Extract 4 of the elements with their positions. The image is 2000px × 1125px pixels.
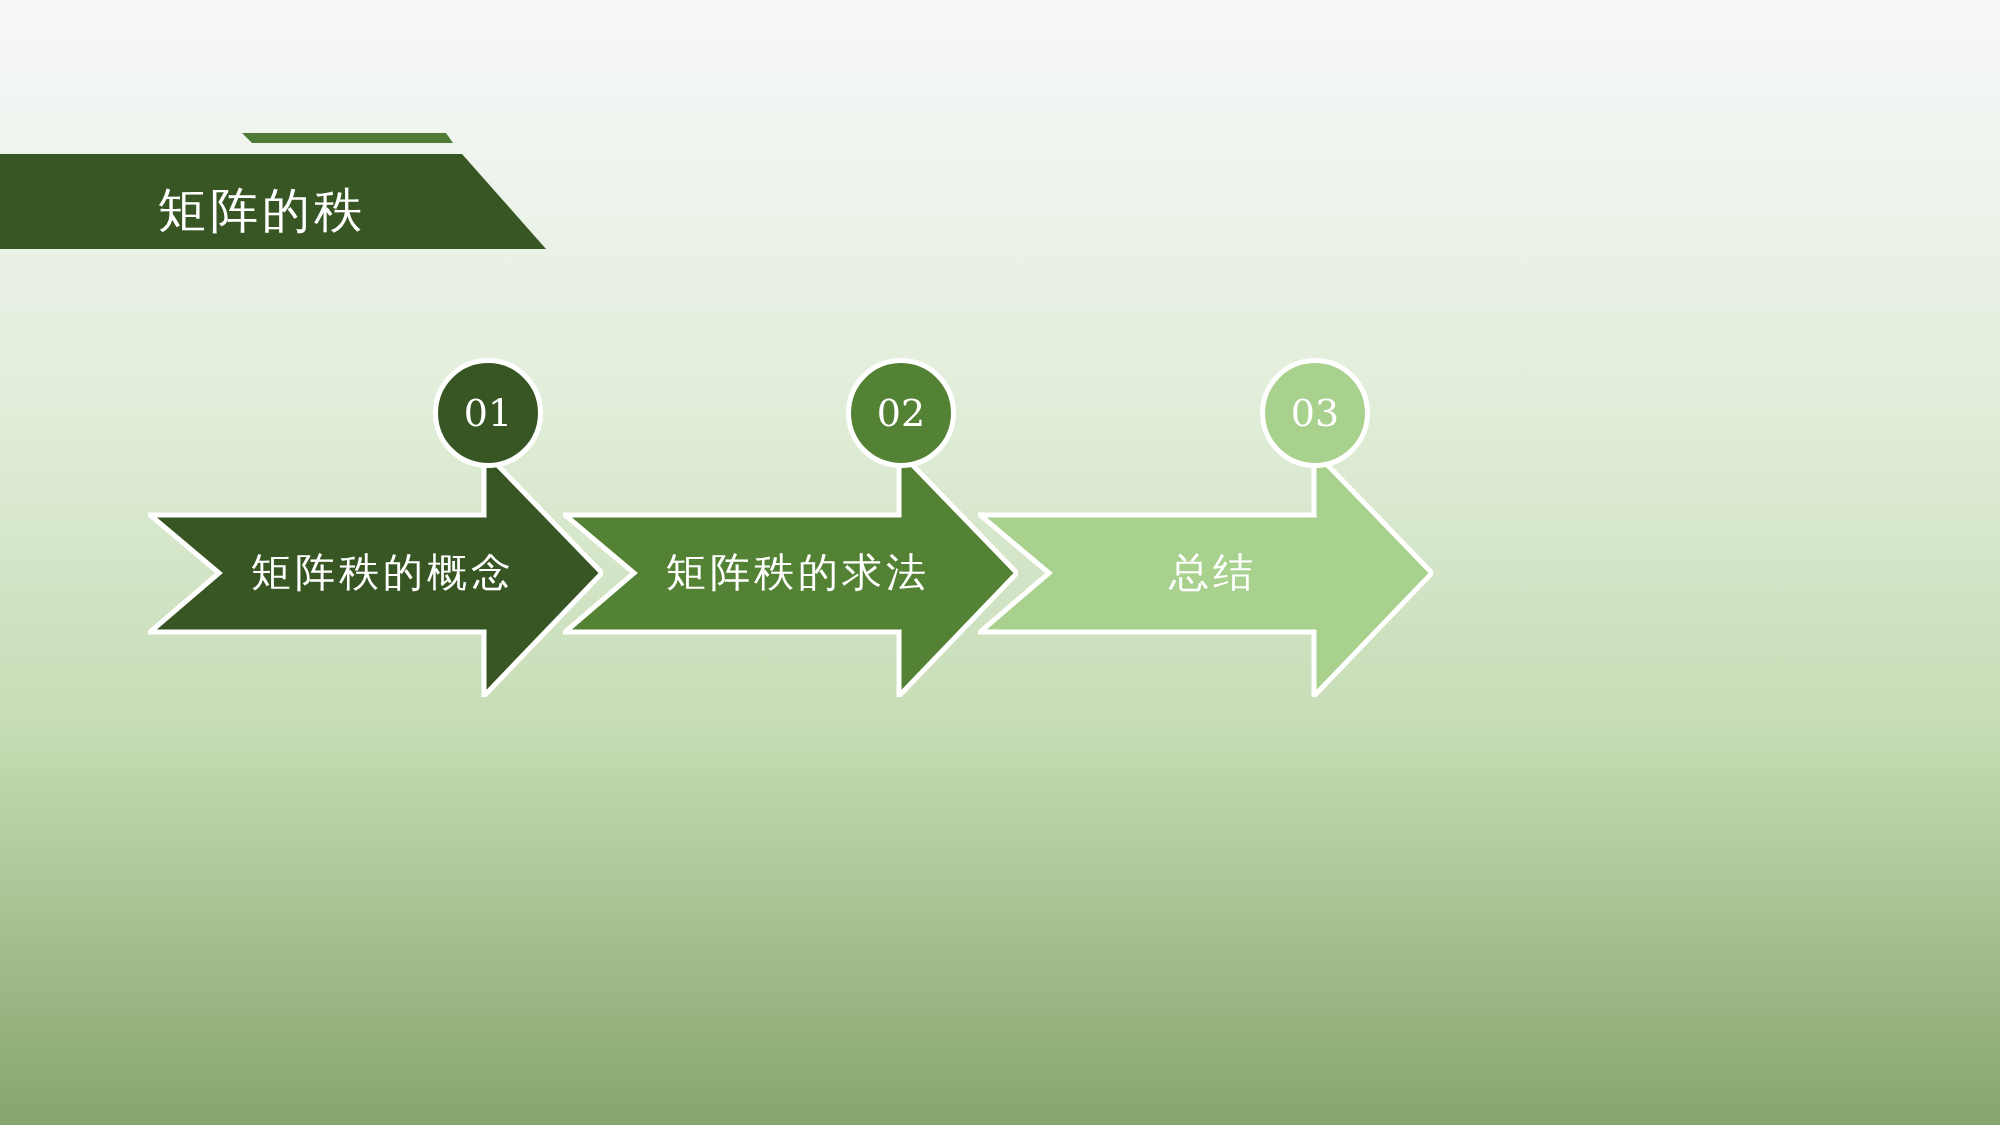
step-label: 矩阵秩的求法 [666, 547, 930, 597]
title: 矩阵的秩 [158, 181, 366, 240]
step-label: 矩阵秩的概念 [251, 547, 515, 597]
step-label: 总结 [1169, 547, 1257, 597]
